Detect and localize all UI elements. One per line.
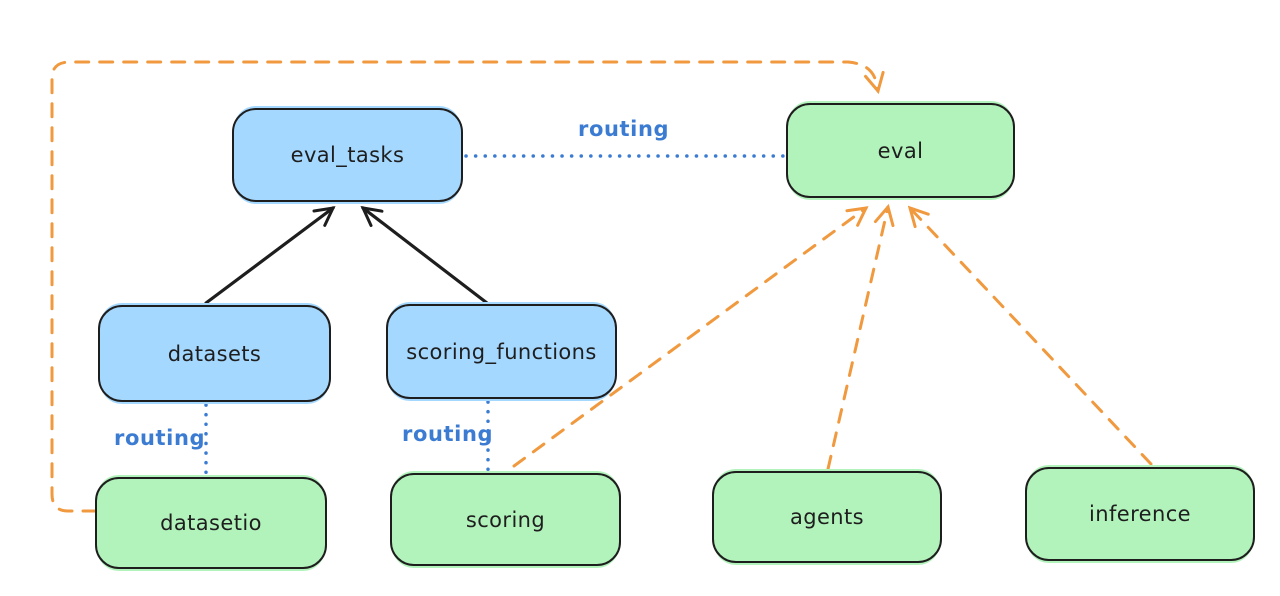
routing-label-scoring-functions-scoring: routing bbox=[402, 422, 494, 446]
edge-inference-to-eval bbox=[910, 208, 1153, 466]
routing-label-datasets-datasetio: routing bbox=[114, 426, 206, 450]
edge-scoring-functions-to-eval-tasks bbox=[363, 208, 489, 305]
edge-datasets-to-eval-tasks bbox=[204, 208, 333, 305]
node-datasets-label: datasets bbox=[167, 341, 262, 366]
node-eval-label: eval bbox=[877, 138, 924, 163]
node-eval-tasks: eval_tasks bbox=[232, 108, 463, 202]
node-inference-label: inference bbox=[1089, 502, 1191, 526]
edge-datasetio-to-eval bbox=[50, 60, 878, 513]
node-scoring-functions-label: scoring_functions bbox=[406, 339, 597, 364]
node-eval-tasks-label: eval_tasks bbox=[290, 143, 405, 167]
node-agents-label: agents bbox=[789, 505, 864, 529]
node-scoring-label: scoring bbox=[465, 507, 546, 532]
node-scoring: scoring bbox=[390, 473, 621, 566]
node-datasetio: datasetio bbox=[95, 477, 327, 569]
node-eval: eval bbox=[786, 103, 1015, 198]
node-datasetio-label: datasetio bbox=[160, 511, 262, 535]
node-scoring-functions: scoring_functions bbox=[386, 304, 617, 399]
node-datasets: datasets bbox=[98, 305, 331, 402]
edge-agents-to-eval bbox=[826, 207, 888, 471]
edge-scoring-to-eval bbox=[512, 208, 866, 468]
node-agents: agents bbox=[712, 471, 942, 563]
routing-label-eval-tasks-eval: routing bbox=[578, 117, 670, 141]
node-inference: inference bbox=[1025, 467, 1255, 561]
